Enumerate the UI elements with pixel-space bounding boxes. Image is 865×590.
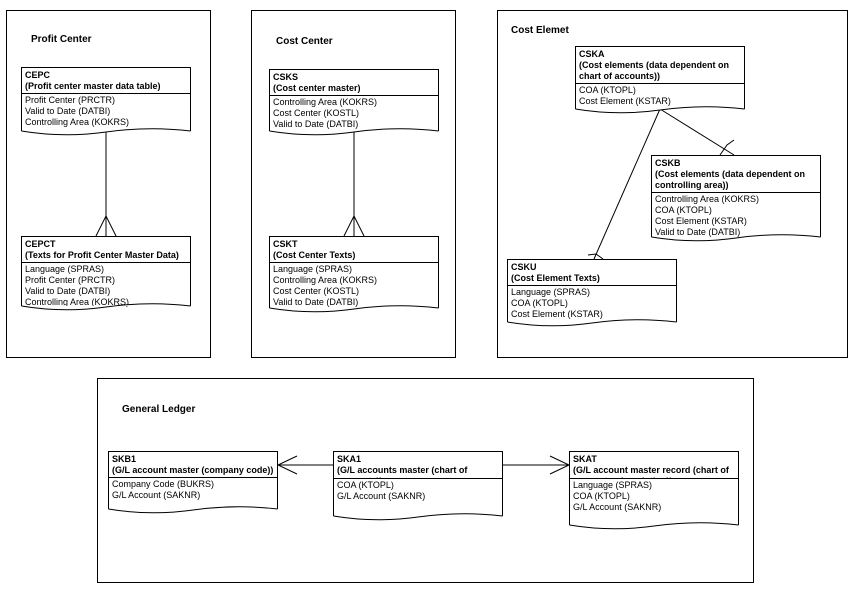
- attribute: Cost Element (KSTAR): [511, 309, 603, 319]
- attribute: Language (SPRAS): [273, 264, 353, 274]
- entity-attributes: Company Code (BUKRS) G/L Account (SAKNR): [109, 478, 277, 501]
- attribute: Valid to Date (DATBI): [655, 227, 741, 237]
- profit-center-title: Profit Center: [31, 34, 92, 45]
- attribute: Controlling Area (KOKRS): [25, 297, 130, 307]
- entity-attributes: Profit Center (PRCTR) Valid to Date (DAT…: [22, 94, 190, 128]
- entity-wave-edge: [21, 128, 191, 136]
- entity-wave-edge: [651, 234, 821, 242]
- entity-description: (Cost center master): [273, 83, 361, 93]
- entity-skat: SKAT (G/L account master record (chart o…: [569, 451, 739, 530]
- entity-csks: CSKS (Cost center master) Controlling Ar…: [269, 69, 439, 136]
- attribute: Valid to Date (DATBI): [273, 297, 359, 307]
- entity-name: SKAT: [573, 454, 597, 464]
- attribute: Cost Element (KSTAR): [655, 216, 747, 226]
- entity-wave-edge: [21, 303, 191, 311]
- entity-attributes: COA (KTOPL) G/L Account (SAKNR): [334, 479, 502, 502]
- entity-header: CSKB (Cost elements (data dependent on c…: [652, 156, 820, 193]
- entity-header: CEPC (Profit center master data table): [22, 68, 190, 94]
- attribute: G/L Account (SAKNR): [112, 490, 201, 500]
- cost-center-title: Cost Center: [276, 36, 333, 47]
- entity-wave-edge: [575, 106, 745, 114]
- attribute: Controlling Area (KOKRS): [273, 97, 378, 107]
- entity-attributes: Language (SPRAS) Controlling Area (KOKRS…: [270, 263, 438, 308]
- entity-wave-edge: [108, 506, 278, 514]
- entity-wave-edge: [569, 522, 739, 530]
- entity-description: (G/L account master record (chart of acc…: [573, 465, 729, 478]
- attribute: G/L Account (SAKNR): [573, 502, 662, 512]
- entity-name: CEPCT: [25, 239, 56, 249]
- attribute: Profit Center (PRCTR): [25, 95, 116, 105]
- entity-name: CSKT: [273, 239, 298, 249]
- attribute: G/L Account (SAKNR): [337, 491, 426, 501]
- entity-description: (Cost elements (data dependent on contro…: [655, 169, 806, 190]
- entity-attributes: Language (SPRAS) COA (KTOPL) G/L Account…: [570, 479, 738, 513]
- entity-wave-edge: [507, 319, 677, 327]
- entity-cskt: CSKT (Cost Center Texts) Language (SPRAS…: [269, 236, 439, 313]
- entity-skb1: SKB1 (G/L account master (company code))…: [108, 451, 278, 514]
- entity-attributes: Language (SPRAS) Profit Center (PRCTR) V…: [22, 263, 190, 308]
- attribute: Valid to Date (DATBI): [25, 286, 111, 296]
- attribute: Controlling Area (KOKRS): [655, 194, 760, 204]
- attribute: COA (KTOPL): [573, 491, 630, 501]
- entity-name: CSKA: [579, 49, 605, 59]
- attribute: Language (SPRAS): [573, 480, 653, 490]
- attribute: COA (KTOPL): [579, 85, 636, 95]
- entity-header: SKAT (G/L account master record (chart o…: [570, 452, 738, 479]
- entity-attributes: COA (KTOPL) Cost Element (KSTAR): [576, 84, 744, 107]
- entity-header: CSKU (Cost Element Texts): [508, 260, 676, 286]
- entity-cska: CSKA (Cost elements (data dependent on c…: [575, 46, 745, 114]
- attribute: Company Code (BUKRS): [112, 479, 215, 489]
- attribute: COA (KTOPL): [511, 298, 568, 308]
- entity-description: (Profit center master data table): [25, 81, 161, 91]
- attribute: COA (KTOPL): [337, 480, 394, 490]
- entity-cepc: CEPC (Profit center master data table) P…: [21, 67, 191, 136]
- entity-description: (Cost elements (data dependent on chart …: [579, 60, 730, 81]
- entity-description: (G/L account master (company code)): [112, 465, 274, 475]
- entity-attributes: Controlling Area (KOKRS) COA (KTOPL) Cos…: [652, 193, 820, 238]
- attribute: Language (SPRAS): [511, 287, 591, 297]
- entity-wave-edge: [269, 305, 439, 313]
- entity-header: CEPCT (Texts for Profit Center Master Da…: [22, 237, 190, 263]
- entity-wave-edge: [333, 513, 503, 521]
- entity-csku: CSKU (Cost Element Texts) Language (SPRA…: [507, 259, 677, 327]
- attribute: Cost Center (KOSTL): [273, 108, 360, 118]
- entity-attributes: Language (SPRAS) COA (KTOPL) Cost Elemen…: [508, 286, 676, 320]
- attribute: Cost Element (KSTAR): [579, 96, 671, 106]
- attribute: Language (SPRAS): [25, 264, 105, 274]
- entity-header: CSKS (Cost center master): [270, 70, 438, 96]
- entity-ska1: SKA1 (G/L accounts master (chart of acco…: [333, 451, 503, 521]
- entity-header: SKA1 (G/L accounts master (chart of acco…: [334, 452, 502, 479]
- entity-cskb: CSKB (Cost elements (data dependent on c…: [651, 155, 821, 242]
- attribute: Profit Center (PRCTR): [25, 275, 116, 285]
- entity-description: (G/L accounts master (chart of accounts)…: [337, 465, 468, 478]
- entity-name: CEPC: [25, 70, 51, 80]
- entity-description: (Cost Element Texts): [511, 273, 600, 283]
- entity-name: CSKU: [511, 262, 537, 272]
- general-ledger-title: General Ledger: [122, 404, 196, 415]
- entity-attributes: Controlling Area (KOKRS) Cost Center (KO…: [270, 96, 438, 130]
- entity-header: CSKT (Cost Center Texts): [270, 237, 438, 263]
- entity-name: SKB1: [112, 454, 137, 464]
- entity-name: CSKS: [273, 72, 299, 82]
- attribute: Controlling Area (KOKRS): [25, 117, 130, 127]
- attribute: Controlling Area (KOKRS): [273, 275, 378, 285]
- entity-header: CSKA (Cost elements (data dependent on c…: [576, 47, 744, 84]
- entity-name: CSKB: [655, 158, 681, 168]
- cost-element-title: Cost Elemet: [511, 25, 569, 36]
- entity-wave-edge: [269, 128, 439, 136]
- entity-description: (Texts for Profit Center Master Data): [25, 250, 179, 260]
- entity-description: (Cost Center Texts): [273, 250, 356, 260]
- entity-name: SKA1: [337, 454, 362, 464]
- entity-cepct: CEPCT (Texts for Profit Center Master Da…: [21, 236, 191, 311]
- attribute: COA (KTOPL): [655, 205, 712, 215]
- entity-header: SKB1 (G/L account master (company code)): [109, 452, 277, 478]
- attribute: Valid to Date (DATBI): [25, 106, 111, 116]
- attribute: Valid to Date (DATBI): [273, 119, 359, 129]
- attribute: Cost Center (KOSTL): [273, 286, 360, 296]
